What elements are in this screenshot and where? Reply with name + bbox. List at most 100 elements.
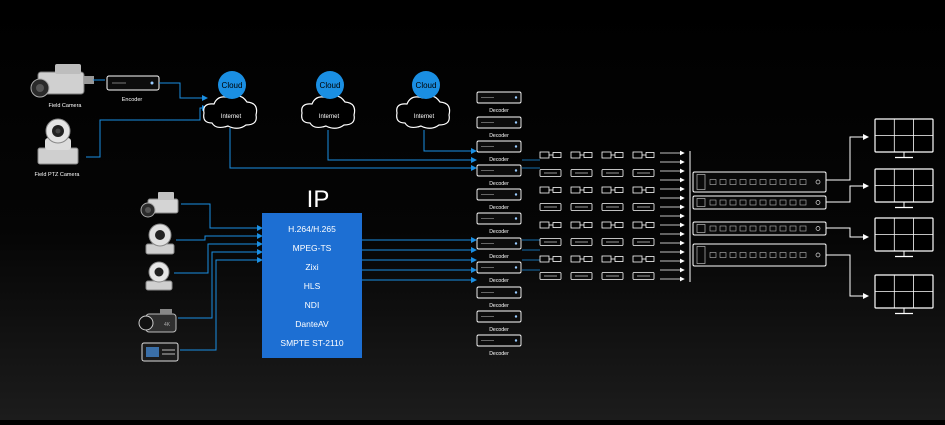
monitor-wall [874, 118, 934, 315]
multiviewer-processor-icon [692, 195, 827, 210]
signal-adapter-icon [632, 272, 655, 280]
multiviewer-processors [692, 171, 827, 267]
ip-hub-title: IP [307, 186, 330, 213]
cloud-group-2: Internet Cloud [301, 71, 356, 129]
decoder-icon [476, 164, 522, 177]
field-ptz-camera-icon [37, 118, 79, 165]
local-source-broadcast-camera [140, 192, 179, 218]
signal-adapter-icon [601, 186, 624, 194]
signal-adapter-icon [632, 186, 655, 194]
decoder-column: DecoderDecoderDecoderDecoderDecoderDecod… [476, 91, 522, 357]
signal-adapter-icon [632, 203, 655, 211]
decoder-label: Decoder [489, 351, 509, 357]
protocol-label: DanteAV [295, 319, 329, 329]
protocol-label: MPEG-TS [293, 243, 332, 253]
decoder-label: Decoder [489, 181, 509, 187]
signal-adapter-icon [539, 272, 562, 280]
cloud-badge [316, 71, 344, 99]
protocol-label: HLS [304, 281, 321, 291]
decoder-unit: Decoder [476, 237, 522, 260]
decoder-label: Decoder [489, 254, 509, 260]
internet-cloud-icon [396, 95, 451, 129]
adapter-grid [539, 151, 655, 280]
internet-cloud-icon [301, 95, 356, 129]
protocol-list: H.264/H.265MPEG-TSZixiHLSNDIDanteAVSMPTE… [280, 224, 343, 348]
multiview-monitor-icon [874, 217, 934, 258]
decoder-icon [476, 91, 522, 104]
decoder-icon [476, 237, 522, 250]
local-source-ptz-camera-2 [145, 261, 173, 291]
signal-adapter-icon [570, 238, 593, 246]
decoder-icon [476, 116, 522, 129]
field-camera-icon [30, 64, 94, 98]
output-connections [826, 134, 869, 299]
multiview-monitor-icon [874, 168, 934, 209]
decoder-unit: Decoder [476, 261, 522, 284]
signal-adapter-icon [539, 221, 562, 229]
decoder-label: Decoder [489, 278, 509, 284]
signal-adapter-icon [539, 169, 562, 177]
signal-adapter-icon [570, 169, 593, 177]
decoder-label: Decoder [489, 157, 509, 163]
protocol-label: NDI [305, 300, 320, 310]
cloud-internet-label: Internet [319, 114, 340, 120]
signal-adapter-icon [539, 186, 562, 194]
signal-adapter-icon [539, 238, 562, 246]
local-source-recorder [141, 342, 179, 362]
signal-adapter-icon [632, 255, 655, 263]
signal-adapter-icon [570, 255, 593, 263]
signal-adapter-icon [601, 238, 624, 246]
multiviewer-processor-icon [692, 221, 827, 236]
signal-adapter-icon [601, 169, 624, 177]
multiviewer-input-arrows [660, 150, 685, 282]
decoder-icon [476, 140, 522, 153]
signal-adapter-icon [601, 255, 624, 263]
decoder-unit: Decoder [476, 116, 522, 139]
decoder-icon [476, 334, 522, 347]
signal-adapter-icon [539, 255, 562, 263]
multiviewer-processor-icon [692, 243, 827, 267]
svg-text:4K: 4K [164, 322, 171, 328]
signal-adapter-icon [632, 221, 655, 229]
local-source-ptz-camera [145, 223, 175, 255]
internet-cloud-icon [203, 95, 258, 129]
decoder-label: Decoder [489, 133, 509, 139]
decoder-label: Decoder [489, 229, 509, 235]
decoder-unit: Decoder [476, 91, 522, 114]
decoder-unit: Decoder [476, 212, 522, 235]
signal-adapter-icon [601, 203, 624, 211]
cloud-group-3: Internet Cloud [396, 71, 451, 129]
signal-adapter-icon [570, 272, 593, 280]
signal-adapter-icon [632, 151, 655, 159]
cloud-internet-label: Internet [414, 114, 435, 120]
cloud-badge-label: Cloud [320, 81, 341, 90]
multiview-monitor-icon [874, 118, 934, 159]
decoder-label: Decoder [489, 205, 509, 211]
decoder-unit: Decoder [476, 286, 522, 309]
decoder-label: Decoder [489, 108, 509, 114]
decoder-icon [476, 310, 522, 323]
protocol-label: SMPTE ST-2110 [280, 338, 343, 348]
field-ptz-camera-label: Field PTZ Camera [35, 172, 81, 178]
signal-adapter-icon [601, 151, 624, 159]
cloud-badge [412, 71, 440, 99]
signal-adapter-icon [601, 221, 624, 229]
decoder-unit: Decoder [476, 188, 522, 211]
signal-adapter-icon [570, 221, 593, 229]
ip-hub-panel [262, 213, 362, 358]
signal-adapter-icon [539, 151, 562, 159]
signal-adapter-icon [570, 203, 593, 211]
cloud-badge [218, 71, 246, 99]
decoder-unit: Decoder [476, 334, 522, 357]
decoder-unit: Decoder [476, 164, 522, 187]
signal-adapter-icon [539, 203, 562, 211]
cloud-badge-label: Cloud [416, 81, 437, 90]
local-source-camcorder: 4K [138, 309, 177, 333]
cloud-internet-label: Internet [221, 114, 242, 120]
decoder-label: Decoder [489, 303, 509, 309]
field-connections [86, 79, 208, 158]
signal-adapter-icon [632, 169, 655, 177]
decoder-label: Decoder [489, 327, 509, 333]
decoder-icon [476, 188, 522, 201]
multiview-monitor-icon [874, 274, 934, 315]
